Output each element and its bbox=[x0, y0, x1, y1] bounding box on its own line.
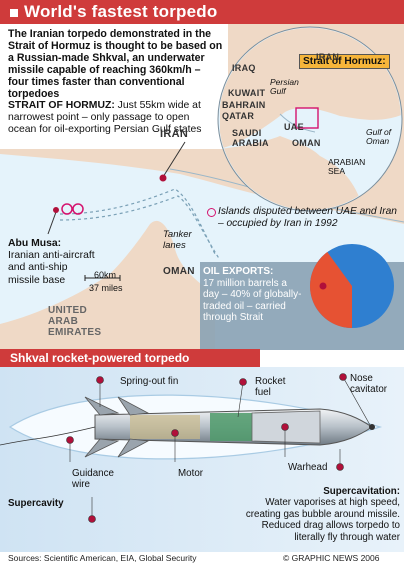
label-guidance-wire: Guidance wire bbox=[72, 468, 114, 491]
page-title: World's fastest torpedo bbox=[10, 2, 217, 22]
inset-uae: UAE bbox=[284, 122, 304, 132]
abu-musa-info: Abu Musa: Iranian anti-aircraft and anti… bbox=[8, 238, 98, 287]
map-iran-label: IRAN bbox=[160, 128, 189, 140]
supercavitation-heading: Supercavitation: bbox=[323, 486, 400, 497]
abu-musa-heading: Abu Musa: bbox=[8, 238, 62, 249]
inset-kuwait: KUWAIT bbox=[228, 88, 266, 98]
inset-label: Strait of Hormuz: bbox=[299, 54, 390, 69]
oil-pie bbox=[310, 244, 394, 328]
shkval-bar: Shkval rocket-powered torpedo bbox=[0, 349, 260, 367]
map-uae-label: UNITED ARAB EMIRATES bbox=[48, 305, 102, 338]
strait-heading: STRAIT OF HORMUZ: bbox=[8, 100, 115, 111]
sources: Sources: Scientific American, EIA, Globa… bbox=[8, 553, 197, 563]
scale-mi: 37 miles bbox=[89, 283, 123, 293]
supercavitation-info: Supercavitation: Water vaporises at high… bbox=[235, 486, 400, 543]
map-tanker-label: Tanker lanes bbox=[163, 229, 192, 251]
scale-km: 60km bbox=[94, 270, 117, 280]
disputed-text: Islands disputed between UAE and Iran – … bbox=[218, 206, 397, 229]
intro-text: The Iranian torpedo demonstrated in the … bbox=[8, 28, 223, 101]
inset-qatar: QATAR bbox=[222, 111, 255, 121]
strait-info: STRAIT OF HORMUZ: Just 55km wide at narr… bbox=[8, 100, 208, 137]
strait-text: Just 55km wide at narrowest point – only… bbox=[8, 100, 202, 136]
label-rocket-fuel: Rocket fuel bbox=[255, 376, 286, 399]
inset-oman: OMAN bbox=[292, 138, 321, 148]
copyright: © GRAPHIC NEWS 2006 bbox=[283, 553, 380, 563]
inset-iran: IRAN bbox=[316, 52, 340, 62]
inset-persian-gulf: Persian Gulf bbox=[270, 77, 299, 96]
inset-bahrain: BAHRAIN bbox=[222, 100, 266, 110]
inset-gulf-oman: Gulf of Oman bbox=[366, 127, 392, 146]
inset-iraq: IRAQ bbox=[232, 63, 256, 73]
shkval-heading: Shkval rocket-powered torpedo bbox=[10, 351, 190, 365]
region-map bbox=[0, 24, 404, 350]
map-oman-label: OMAN bbox=[163, 266, 195, 277]
oil-text: 17 million barrels a day – 40% of global… bbox=[203, 277, 302, 324]
oil-exports: OIL EXPORTS: 17 million barrels a day – … bbox=[203, 266, 303, 324]
abu-musa-text: Iranian anti-aircraft and anti-ship miss… bbox=[8, 250, 95, 286]
label-motor: Motor bbox=[178, 468, 204, 479]
inset-arabian-sea: ARABIAN SEA bbox=[328, 157, 366, 176]
disputed-circle-icon bbox=[207, 208, 216, 217]
label-nose-cavitator: Nose cavitator bbox=[350, 373, 388, 396]
oil-heading: OIL EXPORTS: bbox=[203, 266, 274, 277]
label-spring-fin: Spring-out fin bbox=[120, 376, 179, 387]
title-bar: World's fastest torpedo bbox=[0, 0, 404, 24]
supercavitation-text: Water vaporises at high speed, creating … bbox=[245, 497, 400, 543]
torpedo-diagram bbox=[0, 367, 404, 552]
inset-saudi: SAUDI ARABIA bbox=[232, 128, 269, 148]
label-supercavity: Supercavity bbox=[8, 498, 64, 509]
label-warhead: Warhead bbox=[288, 462, 328, 473]
torpedo-body bbox=[84, 396, 375, 458]
